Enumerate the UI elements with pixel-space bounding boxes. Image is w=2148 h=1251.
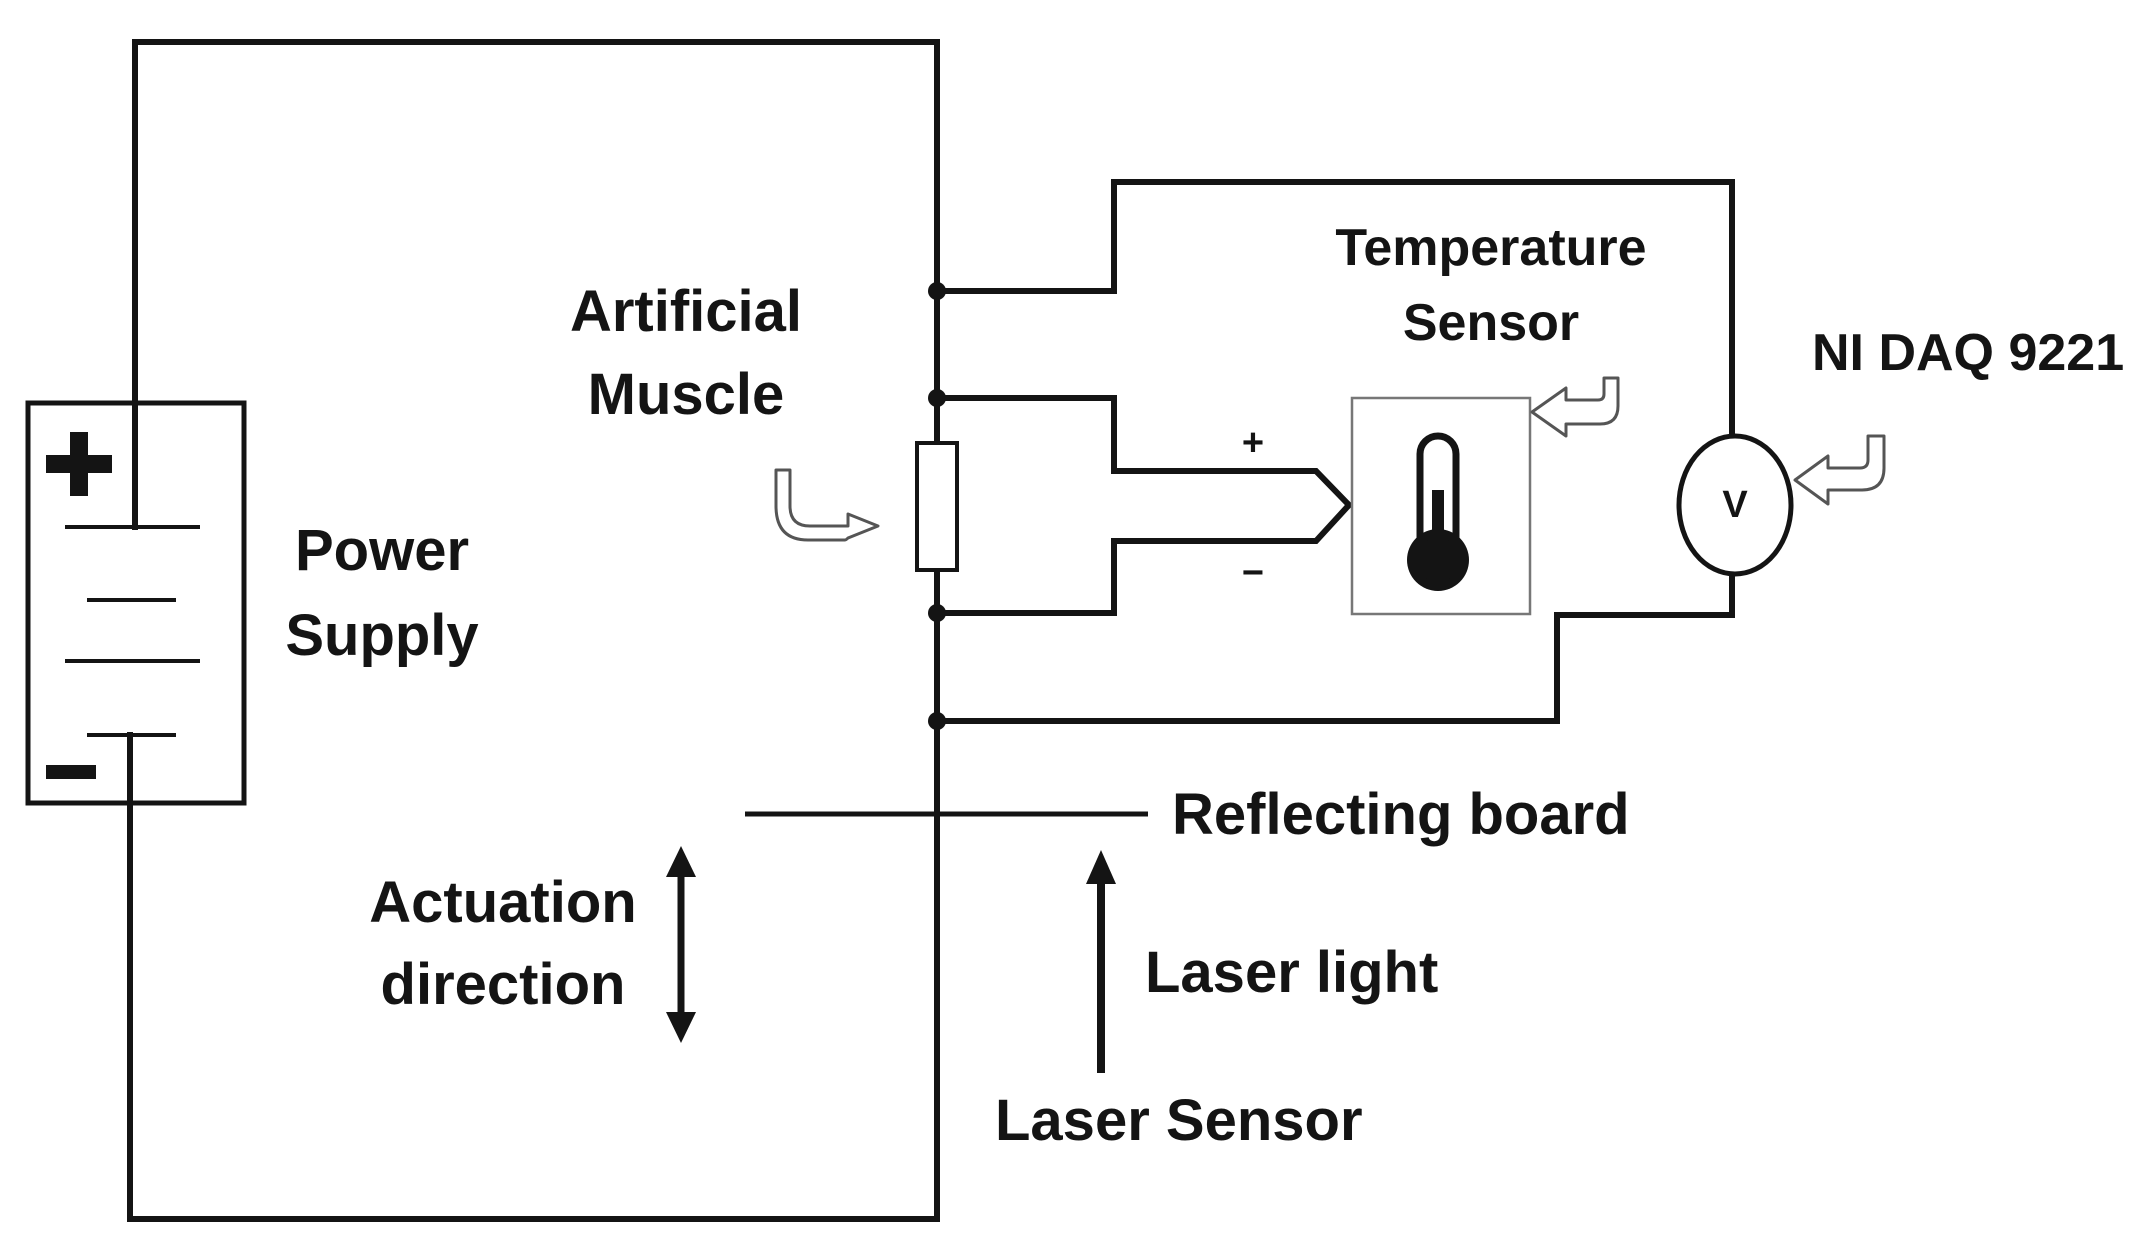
temperature-pointer-arrow-icon xyxy=(1530,376,1620,438)
daq-label: NI DAQ 9221 xyxy=(1812,324,2124,382)
power-supply-label-line2: Supply xyxy=(285,603,478,668)
voltmeter-icon: V xyxy=(1676,433,1794,577)
voltmeter-wiring xyxy=(934,179,1735,724)
resistor-icon xyxy=(915,441,959,572)
wire-thermo-positive xyxy=(934,395,1354,510)
thermometer-icon xyxy=(1407,432,1469,591)
wire-top xyxy=(127,39,940,1222)
voltmeter-body xyxy=(1676,433,1794,577)
battery-negative-icon xyxy=(46,765,96,779)
actuation-direction-label-line1: Actuation xyxy=(369,870,636,935)
thermocouple-positive-sign: + xyxy=(1242,422,1264,464)
battery-positive-icon xyxy=(46,432,112,496)
power-supply-label-line1: Power xyxy=(295,518,469,583)
wire-thermo-negative xyxy=(934,500,1354,616)
actuation-direction-label-line2: direction xyxy=(381,952,626,1017)
daq-pointer-arrow-icon xyxy=(1793,434,1886,506)
laser-light-label: Laser light xyxy=(1145,940,1438,1005)
temperature-sensor xyxy=(1350,396,1532,616)
temperature-sensor-label-line1: Temperature xyxy=(1335,219,1646,277)
actuation-direction-arrow xyxy=(666,846,696,1043)
main-power-loop xyxy=(127,39,940,1222)
power-supply-box xyxy=(25,400,247,806)
artificial-muscle-label-line1: Artificial xyxy=(570,279,802,344)
wire-daq-upper xyxy=(934,179,1735,441)
voltmeter-symbol: V xyxy=(1722,484,1748,526)
thermocouple-negative-sign: − xyxy=(1242,552,1264,594)
reflecting-board-label: Reflecting board xyxy=(1172,782,1630,847)
muscle-pointer-arrow-icon xyxy=(774,468,880,542)
laser-sensor-label: Laser Sensor xyxy=(995,1088,1363,1153)
wire-daq-lower xyxy=(934,572,1735,724)
artificial-muscle xyxy=(915,441,959,572)
thermocouple-wiring xyxy=(934,395,1354,616)
artificial-muscle-label-line2: Muscle xyxy=(588,362,785,427)
power-supply xyxy=(25,400,247,806)
temperature-sensor-label-line2: Sensor xyxy=(1403,294,1579,352)
laser-light-arrow xyxy=(1086,850,1116,1073)
